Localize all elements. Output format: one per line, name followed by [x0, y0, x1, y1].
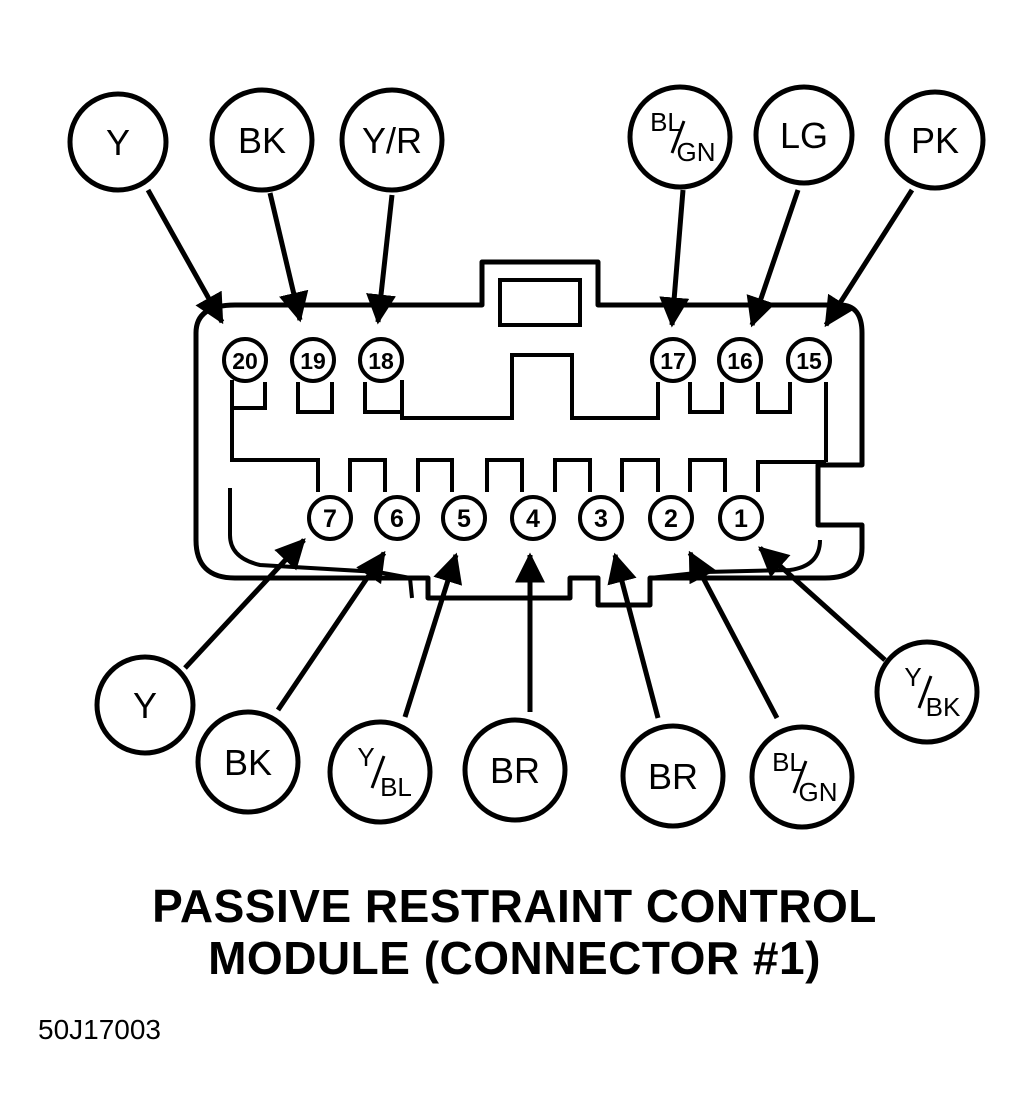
leader-line-pin-2	[687, 550, 780, 720]
leader-line-pin-1	[758, 546, 887, 662]
wire-color-code-part: BL	[772, 747, 804, 777]
lower-terminal-channel	[230, 408, 826, 492]
wire-color-bubble	[627, 84, 733, 190]
wire-color-code-part: BK	[926, 692, 961, 722]
wire-color-code: LG	[780, 115, 828, 156]
terminal-pin-number: 18	[368, 348, 394, 374]
wire-color-bubble	[749, 724, 855, 830]
terminal-pin-number: 1	[734, 505, 748, 533]
terminal-pin-number: 5	[457, 505, 471, 533]
wire-color-bubble	[195, 709, 301, 815]
wire-color-code: Y/R	[362, 120, 422, 161]
wire-color-bubble	[209, 87, 315, 193]
wire-color-code-part: GN	[799, 777, 838, 807]
wire-color-code: PK	[911, 120, 959, 161]
wire-color-bubble	[462, 717, 568, 823]
terminal-pin-3	[578, 495, 624, 541]
terminal-pin-number: 7	[323, 505, 337, 533]
terminal-pin-number: 2	[664, 505, 678, 533]
wire-color-slash	[670, 120, 686, 154]
terminal-pin-18	[358, 337, 404, 383]
wire-color-slash	[917, 675, 933, 709]
terminal-pins: 20 19 18 17 16 15 7 6 5 4 3 2 1	[222, 337, 832, 541]
terminal-pin-number: 20	[232, 348, 258, 374]
leader-line-pin-7	[183, 538, 306, 670]
leader-line-pin-3	[607, 552, 661, 719]
terminal-pin-number: 17	[660, 348, 686, 374]
terminal-pin-number: 15	[796, 348, 822, 374]
terminal-pin-20	[222, 337, 268, 383]
upper-terminal-channel	[230, 353, 828, 462]
wire-color-slash	[370, 755, 386, 789]
wire-color-code-part: GN	[677, 137, 716, 167]
leader-line-pin-17	[659, 189, 690, 328]
leader-line-pin-19	[267, 192, 309, 323]
wire-color-bubble	[884, 89, 986, 191]
terminal-pin-5	[441, 495, 487, 541]
leader-lines	[145, 188, 915, 720]
wire-color-bubble	[67, 91, 169, 193]
wire-color-code-part: Y	[904, 662, 921, 692]
wire-color-slash	[792, 760, 808, 794]
wire-color-code-part: BL	[380, 772, 412, 802]
wire-color-bubble	[327, 719, 433, 825]
terminal-pin-15	[786, 337, 832, 383]
terminal-pin-16	[717, 337, 763, 383]
leader-line-pin-5	[402, 552, 463, 718]
connector-housing	[193, 259, 865, 608]
diagram-caption-line-2: MODULE (CONNECTOR #1)	[208, 932, 821, 984]
terminal-pin-1	[718, 495, 764, 541]
wire-color-bubble	[753, 84, 855, 186]
terminal-pin-number: 6	[390, 505, 404, 533]
terminal-pin-number: 16	[727, 348, 753, 374]
wire-color-code: BR	[490, 750, 540, 791]
wire-color-bubble	[874, 639, 980, 745]
wire-color-bubble	[94, 654, 196, 756]
terminal-pin-number: 4	[526, 505, 540, 533]
wire-color-bubble	[339, 87, 445, 193]
wire-color-code: BK	[224, 742, 272, 783]
wire-color-code: Y	[106, 122, 130, 163]
leader-line-pin-6	[275, 550, 387, 712]
terminal-pin-2	[648, 495, 694, 541]
terminal-pin-17	[650, 337, 696, 383]
latch-window	[498, 278, 582, 327]
terminal-pin-6	[374, 495, 420, 541]
leader-line-pin-16	[746, 189, 801, 328]
leader-line-pin-15	[823, 188, 915, 328]
diagram-caption-line-1: PASSIVE RESTRAINT CONTROL	[152, 880, 877, 932]
terminal-pin-7	[307, 495, 353, 541]
leader-line-pin-20	[145, 188, 225, 325]
wire-color-code: BK	[238, 120, 286, 161]
wire-color-code-part: Y	[357, 742, 374, 772]
terminal-pin-4	[510, 495, 556, 541]
wire-color-bubble	[620, 723, 726, 829]
terminal-pin-number: 3	[594, 505, 608, 533]
terminal-pin-number: 19	[300, 348, 326, 374]
wire-color-code-part: BL	[650, 107, 682, 137]
leader-line-pin-18	[366, 194, 396, 325]
wire-color-code: BR	[648, 756, 698, 797]
terminal-pin-19	[290, 337, 336, 383]
wire-color-code: Y	[133, 685, 157, 726]
figure-reference: 50J17003	[38, 1014, 162, 1045]
